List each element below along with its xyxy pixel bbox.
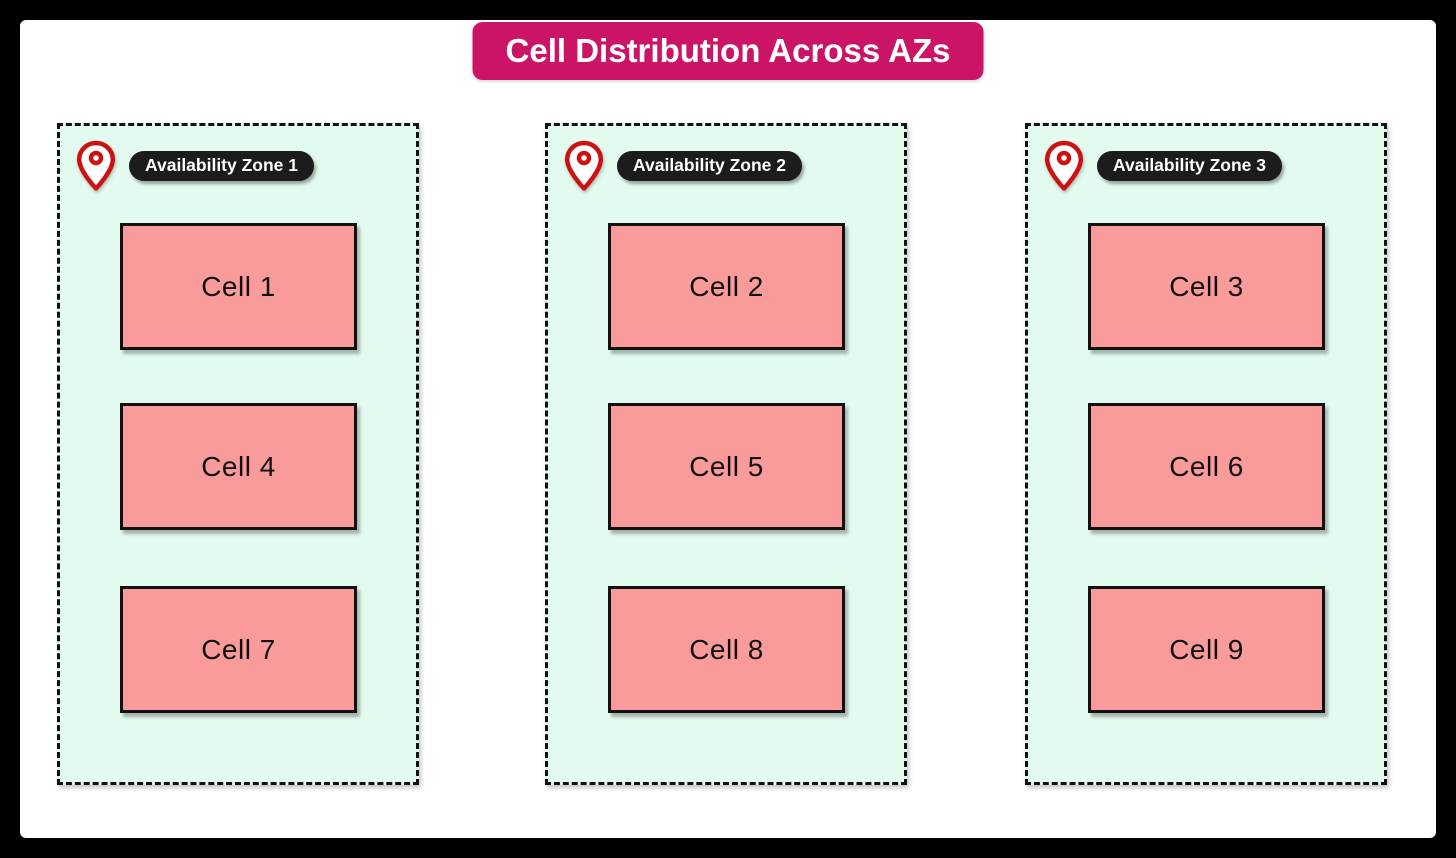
cell-4-label: Cell 4 <box>201 450 276 482</box>
cell-box-6: Cell 6 <box>1088 403 1325 530</box>
cell-box-7: Cell 7 <box>120 586 357 713</box>
zone-3-label-badge: Availability Zone 3 <box>1097 150 1283 182</box>
zone-1-header: Availability Zone 1 <box>76 140 315 192</box>
zone-2-header: Availability Zone 2 <box>564 140 803 192</box>
zone-3-header: Availability Zone 3 <box>1044 140 1283 192</box>
cell-box-2: Cell 2 <box>608 223 845 350</box>
cell-5-label: Cell 5 <box>689 450 764 482</box>
cell-9-label: Cell 9 <box>1169 633 1244 665</box>
diagram-canvas: Cell Distribution Across AZs Availabilit… <box>20 20 1436 838</box>
zone-2-label: Availability Zone 2 <box>633 154 787 175</box>
cell-8-label: Cell 8 <box>689 633 764 665</box>
cell-box-1: Cell 1 <box>120 223 357 350</box>
location-pin-icon <box>564 140 604 192</box>
cell-box-8: Cell 8 <box>608 586 845 713</box>
availability-zone-3: Availability Zone 3 Cell 3 Cell 6 Cell 9 <box>1025 123 1387 785</box>
cell-1-label: Cell 1 <box>201 270 276 302</box>
page-title: Cell Distribution Across AZs <box>505 32 951 69</box>
title-banner: Cell Distribution Across AZs <box>472 22 984 80</box>
cell-box-3: Cell 3 <box>1088 223 1325 350</box>
availability-zone-2: Availability Zone 2 Cell 2 Cell 5 Cell 8 <box>545 123 907 785</box>
availability-zone-1: Availability Zone 1 Cell 1 Cell 4 Cell 7 <box>57 123 419 785</box>
location-pin-icon <box>1044 140 1084 192</box>
cell-3-label: Cell 3 <box>1169 270 1244 302</box>
cell-7-label: Cell 7 <box>201 633 276 665</box>
cell-box-4: Cell 4 <box>120 403 357 530</box>
zone-1-label-badge: Availability Zone 1 <box>129 150 315 182</box>
zone-2-label-badge: Availability Zone 2 <box>617 150 803 182</box>
zone-1-label: Availability Zone 1 <box>145 154 299 175</box>
zone-3-label: Availability Zone 3 <box>1113 154 1267 175</box>
cell-box-9: Cell 9 <box>1088 586 1325 713</box>
cell-6-label: Cell 6 <box>1169 450 1244 482</box>
cell-box-5: Cell 5 <box>608 403 845 530</box>
location-pin-icon <box>76 140 116 192</box>
cell-2-label: Cell 2 <box>689 270 764 302</box>
